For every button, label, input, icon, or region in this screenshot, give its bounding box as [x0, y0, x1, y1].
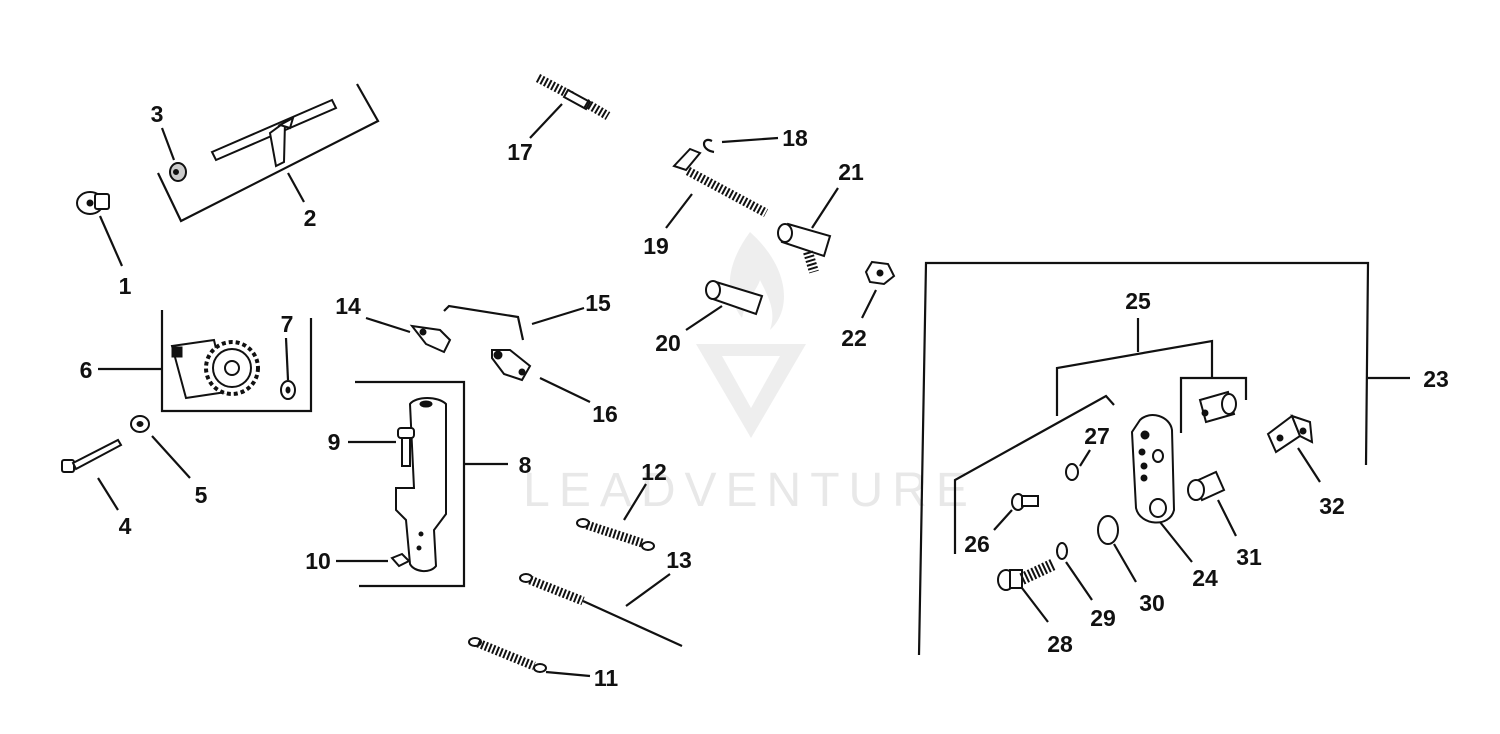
- part-20: [705, 280, 764, 316]
- callout-21: 21: [838, 159, 864, 185]
- callout-7: 7: [281, 311, 294, 337]
- bracket-25-box: [1179, 376, 1248, 433]
- callout-28: 28: [1047, 631, 1073, 657]
- watermark-flame-icon: [729, 232, 784, 330]
- callout-15: 15: [585, 290, 611, 316]
- callout-17: 17: [507, 139, 533, 165]
- callout-31: 31: [1236, 544, 1262, 570]
- callout-30: 30: [1139, 590, 1165, 616]
- callout-27: 27: [1084, 423, 1110, 449]
- callout-labels: 1 2 3 4 5 6 7 8 9 10 11 12 13 14 15 16 1…: [80, 101, 1449, 691]
- part-16: [491, 349, 532, 382]
- part-10: [390, 552, 411, 568]
- part-11: [468, 637, 547, 673]
- part-1: [76, 191, 110, 215]
- callout-29: 29: [1090, 605, 1116, 631]
- watermark-v-icon: [696, 344, 806, 438]
- part-19: [672, 147, 769, 217]
- part-2: [210, 98, 338, 168]
- part-26: [1011, 493, 1039, 511]
- callout-20: 20: [655, 330, 681, 356]
- callout-32: 32: [1319, 493, 1345, 519]
- callout-23: 23: [1423, 366, 1449, 392]
- part-18: [702, 138, 715, 154]
- callout-25: 25: [1125, 288, 1151, 314]
- callout-19: 19: [643, 233, 669, 259]
- callout-2: 2: [304, 205, 317, 231]
- bracket-8: [355, 380, 466, 588]
- part-32: [1266, 414, 1314, 454]
- part-25: [1198, 390, 1237, 424]
- part-7: [280, 380, 296, 400]
- part-17: [535, 74, 611, 120]
- callout-18: 18: [782, 125, 808, 151]
- callout-8: 8: [519, 452, 532, 478]
- part-24: [1130, 414, 1176, 524]
- callout-14: 14: [335, 293, 361, 319]
- callout-4: 4: [119, 513, 132, 539]
- part-9: [397, 427, 415, 467]
- callout-24: 24: [1192, 565, 1218, 591]
- callout-11: 11: [594, 665, 619, 691]
- watermark-text: LEADVENTURE: [523, 464, 977, 517]
- part-13: [519, 573, 683, 648]
- part-22: [864, 260, 896, 286]
- callout-5: 5: [195, 482, 208, 508]
- bracket-25-plate: [953, 394, 1115, 554]
- part-28: [997, 558, 1057, 591]
- leader-lines: [97, 103, 1410, 678]
- part-8: [395, 397, 447, 572]
- callout-6: 6: [80, 357, 93, 383]
- part-21: [777, 222, 832, 274]
- part-29: [1056, 542, 1068, 560]
- part-4: [61, 438, 123, 473]
- callout-12: 12: [641, 459, 667, 485]
- callout-13: 13: [666, 547, 692, 573]
- callout-1: 1: [119, 273, 132, 299]
- part-31: [1187, 470, 1226, 502]
- callout-9: 9: [328, 429, 341, 455]
- part-27: [1065, 463, 1079, 481]
- callout-10: 10: [305, 548, 331, 574]
- bracket-25-upper: [1055, 339, 1214, 416]
- part-3: [169, 162, 187, 182]
- callout-26: 26: [964, 531, 990, 557]
- callout-22: 22: [841, 325, 867, 351]
- bracket-23: [917, 261, 1370, 656]
- watermark: LEADVENTURE: [523, 232, 977, 517]
- part-6: [170, 338, 260, 400]
- part-12: [576, 518, 655, 551]
- bracket-2: [157, 83, 380, 223]
- part-14: [409, 324, 452, 354]
- callout-3: 3: [151, 101, 164, 127]
- part-15: [443, 304, 525, 341]
- bracket-6: [160, 310, 313, 413]
- part-30: [1097, 515, 1119, 545]
- part-5: [130, 415, 150, 433]
- callout-16: 16: [592, 401, 618, 427]
